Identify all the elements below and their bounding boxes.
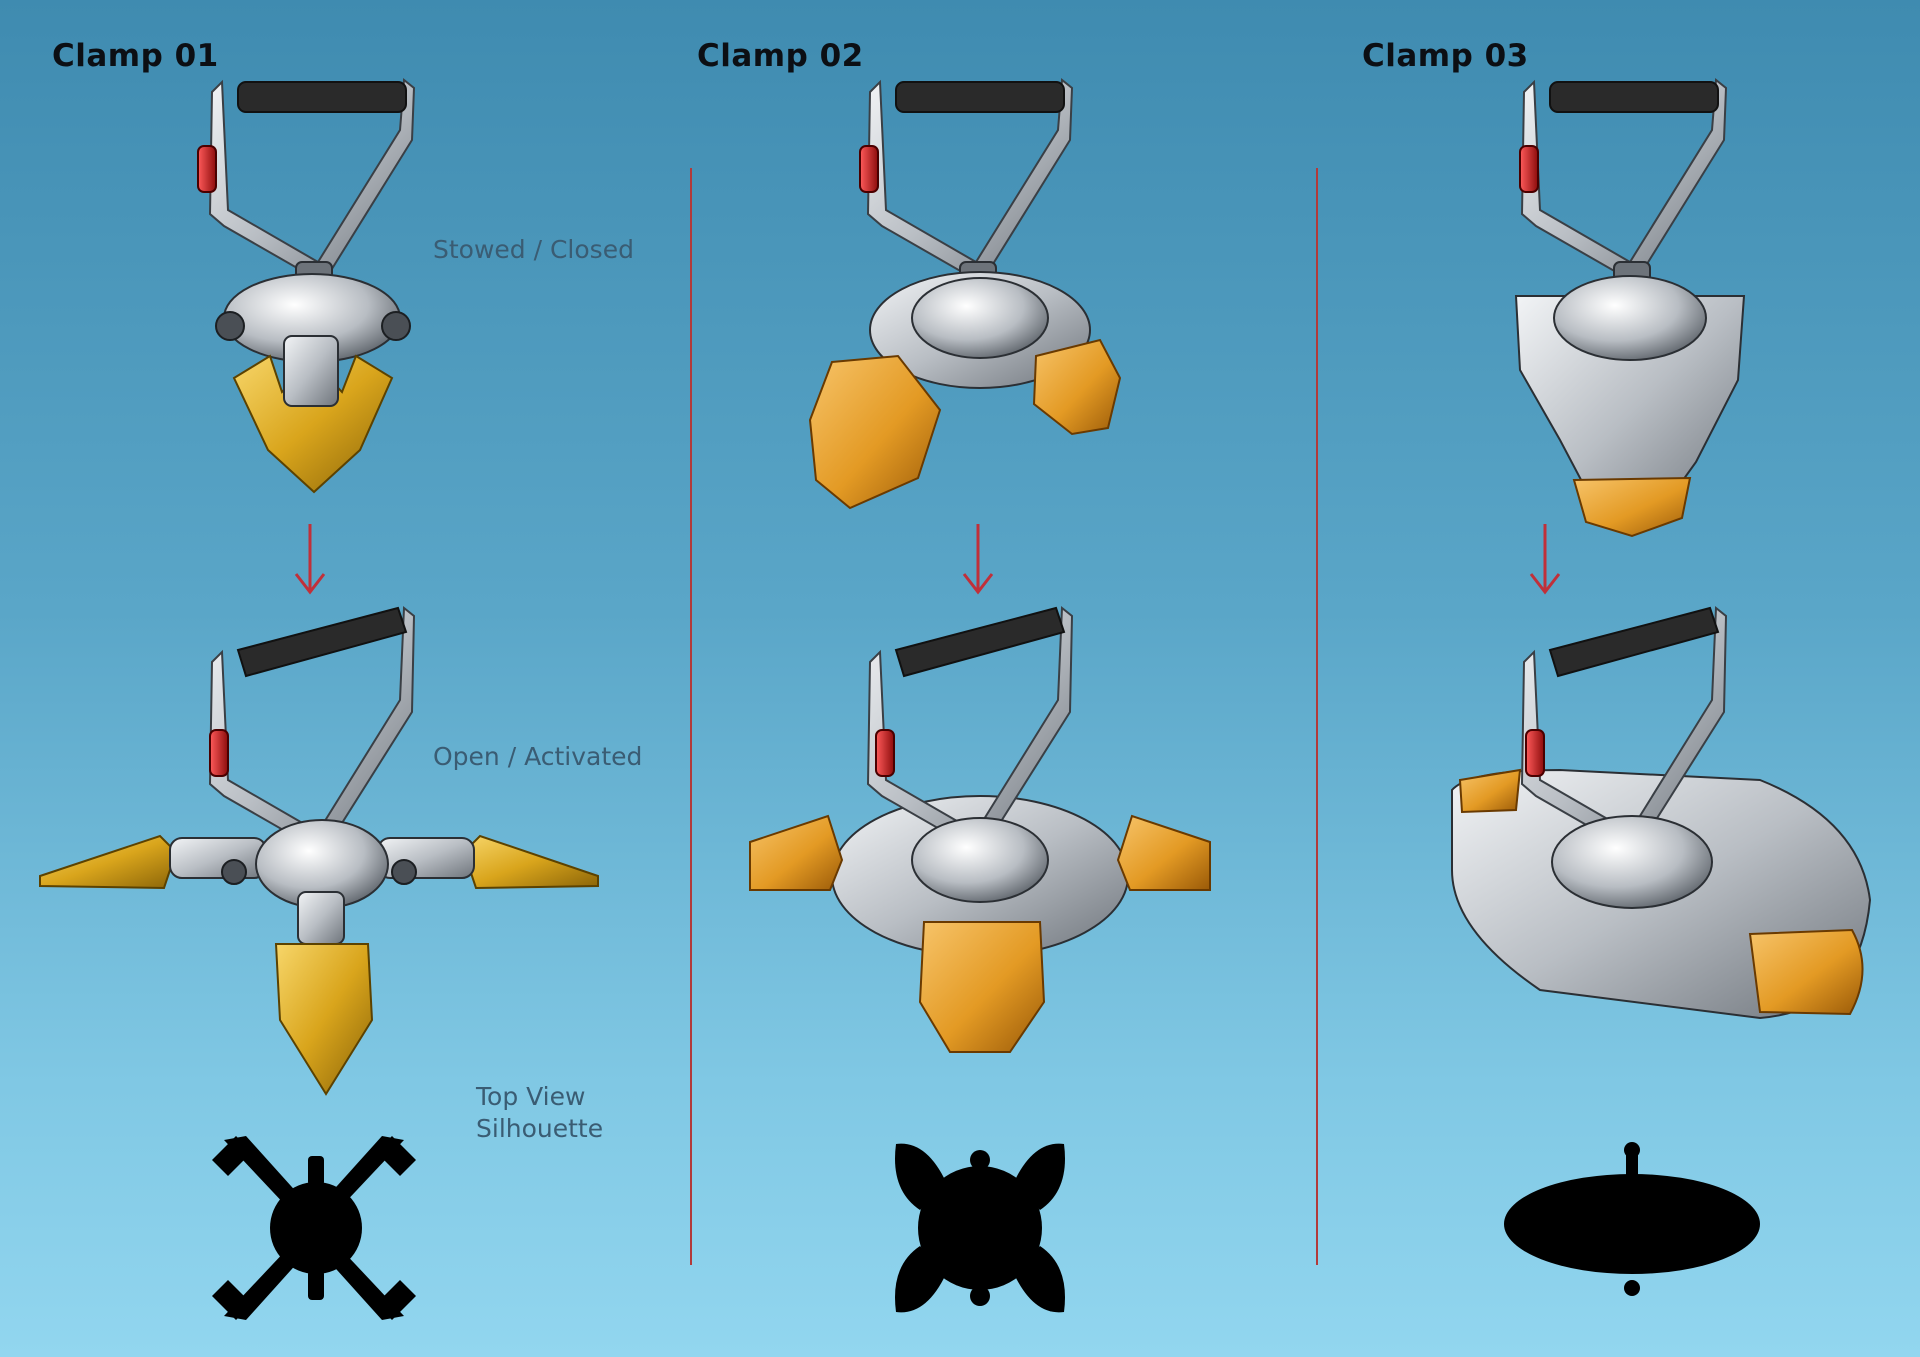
open-activated-label: Open / Activated xyxy=(433,742,643,771)
clamp-01-title: Clamp 01 xyxy=(52,38,219,74)
arrow-down-icon xyxy=(962,524,994,595)
clamp-01-silhouette xyxy=(212,1136,416,1320)
arrow-down-icon xyxy=(294,524,326,595)
center-arm xyxy=(283,335,339,407)
clamp-01-open xyxy=(39,605,599,1096)
column-divider-2 xyxy=(1316,168,1318,1265)
claw xyxy=(232,354,394,494)
clamp-03-title: Clamp 03 xyxy=(1362,38,1529,74)
arrow-down-icon xyxy=(1529,524,1561,595)
handle-frame xyxy=(208,78,416,282)
clamp-02-silhouette xyxy=(895,1143,1065,1313)
clamp-03-open xyxy=(1451,605,1872,1020)
clamp-03-silhouette xyxy=(1504,1142,1760,1296)
stowed-closed-label: Stowed / Closed xyxy=(433,235,634,264)
top-view-silhouette-label: Top View Silhouette xyxy=(476,1081,603,1145)
column-divider-1 xyxy=(690,168,692,1265)
clamp-02-open xyxy=(749,605,1211,1053)
clamp-02-title: Clamp 02 xyxy=(697,38,864,74)
top-view-label: Top View xyxy=(476,1082,586,1111)
clamp-03-stowed xyxy=(1514,78,1746,538)
clamp-01-stowed xyxy=(197,78,416,494)
handle-grip xyxy=(237,81,407,113)
indicator-light xyxy=(197,145,217,193)
silhouette-label: Silhouette xyxy=(476,1114,604,1143)
clamp-02-stowed xyxy=(808,78,1122,510)
